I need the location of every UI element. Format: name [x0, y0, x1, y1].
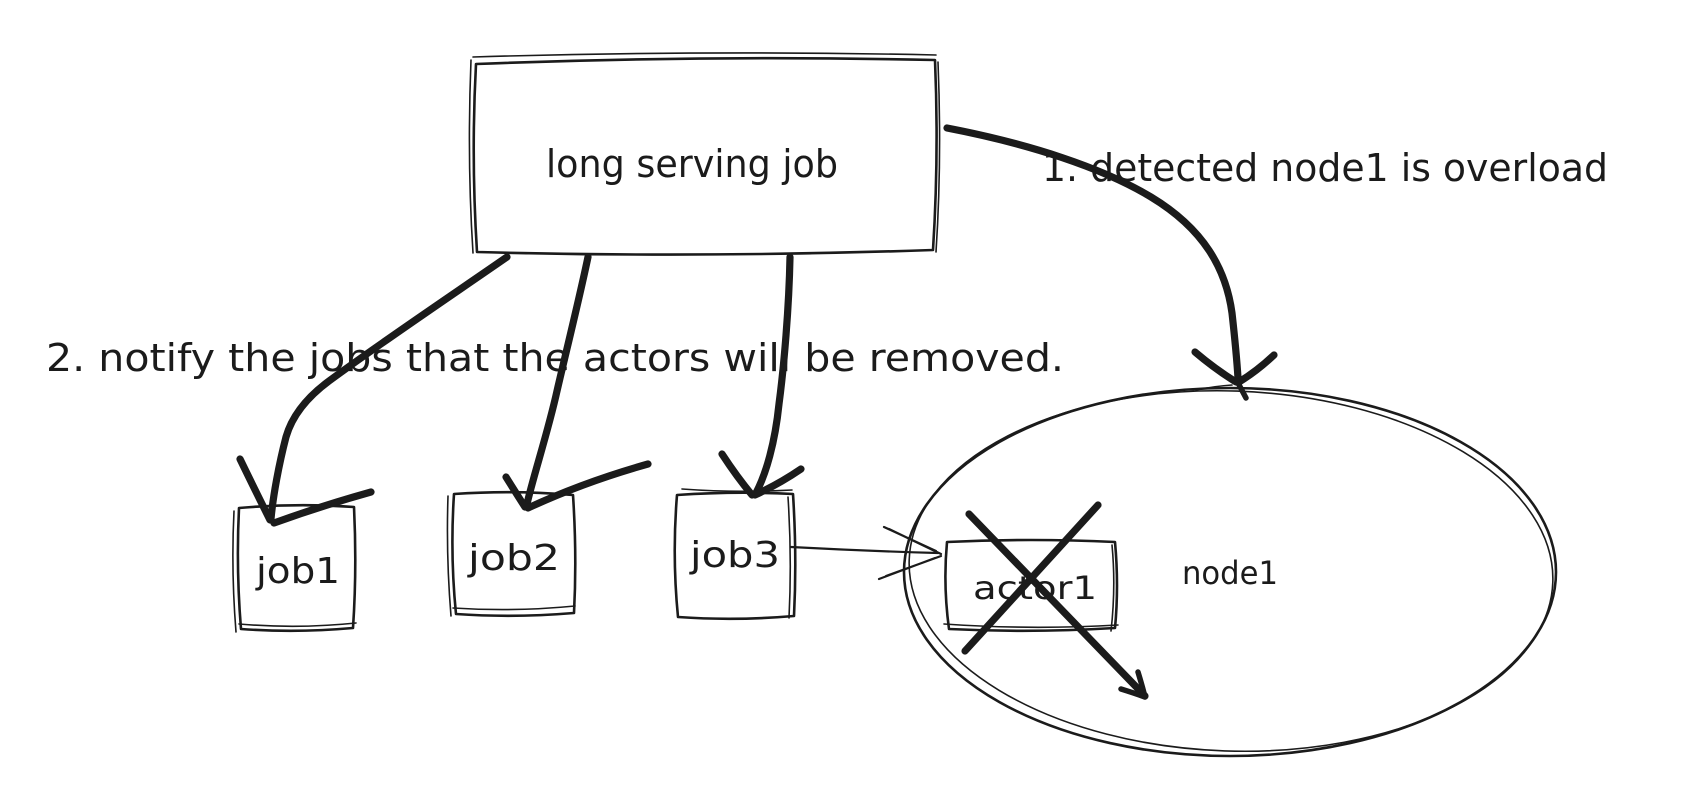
rect-sketch-accent-left	[468, 59, 474, 254]
arrowhead	[718, 450, 805, 499]
annotation-step2: 2. notify the jobs that the actors will …	[46, 336, 1064, 380]
rect-outline	[944, 538, 1119, 633]
cross-stroke-down	[965, 510, 1149, 700]
node1-ellipse	[902, 384, 1558, 758]
job2-label: job2	[467, 538, 560, 579]
rect-sketch-accent-top	[472, 52, 937, 58]
edge-detect-node1	[943, 124, 1278, 401]
arrow-shaft	[267, 253, 511, 523]
arrowhead-open	[877, 525, 943, 581]
edge-job3-actor1	[789, 525, 943, 581]
ellipse-sketch-accent	[908, 389, 1554, 753]
arrowhead-tail-stroke	[1234, 378, 1249, 401]
long-serving-job-box	[468, 52, 941, 256]
ellipse-overlap-stroke	[1195, 384, 1233, 391]
rect-sketch-accent-right	[935, 61, 941, 253]
arrowhead	[1191, 348, 1278, 386]
rect-outline	[451, 490, 577, 618]
rect-sketch-accent	[681, 488, 793, 619]
rect-sketch-accent	[943, 544, 1119, 632]
actor1-box	[943, 538, 1119, 633]
cross-stroke-up	[961, 501, 1102, 655]
job1-label: job1	[255, 551, 340, 592]
edge-notify-job3	[718, 253, 805, 499]
arrow-shaft	[523, 253, 592, 508]
arrowhead	[236, 455, 375, 527]
long-serving-job-label: long serving job	[546, 142, 838, 186]
rect-outline	[472, 56, 938, 256]
arrowhead	[502, 460, 652, 512]
actor1-cross-out	[961, 501, 1149, 700]
annotation-step1: 1. detected node1 is overload	[1042, 146, 1608, 190]
node1-label: node1	[1182, 554, 1278, 592]
arrow-shaft	[752, 253, 794, 497]
rect-sketch-accent	[232, 510, 357, 633]
rect-sketch-accent	[446, 495, 576, 617]
job2-box	[446, 490, 577, 618]
arrow-shaft	[943, 124, 1242, 382]
ellipse-outline	[902, 386, 1558, 758]
job3-label: job3	[689, 535, 780, 576]
edge-notify-job1	[236, 253, 511, 527]
edge-notify-job2	[502, 253, 652, 512]
cross-arrowhead	[1118, 669, 1148, 700]
actor1-label: actor1	[973, 569, 1097, 607]
arrow-shaft	[789, 545, 940, 555]
